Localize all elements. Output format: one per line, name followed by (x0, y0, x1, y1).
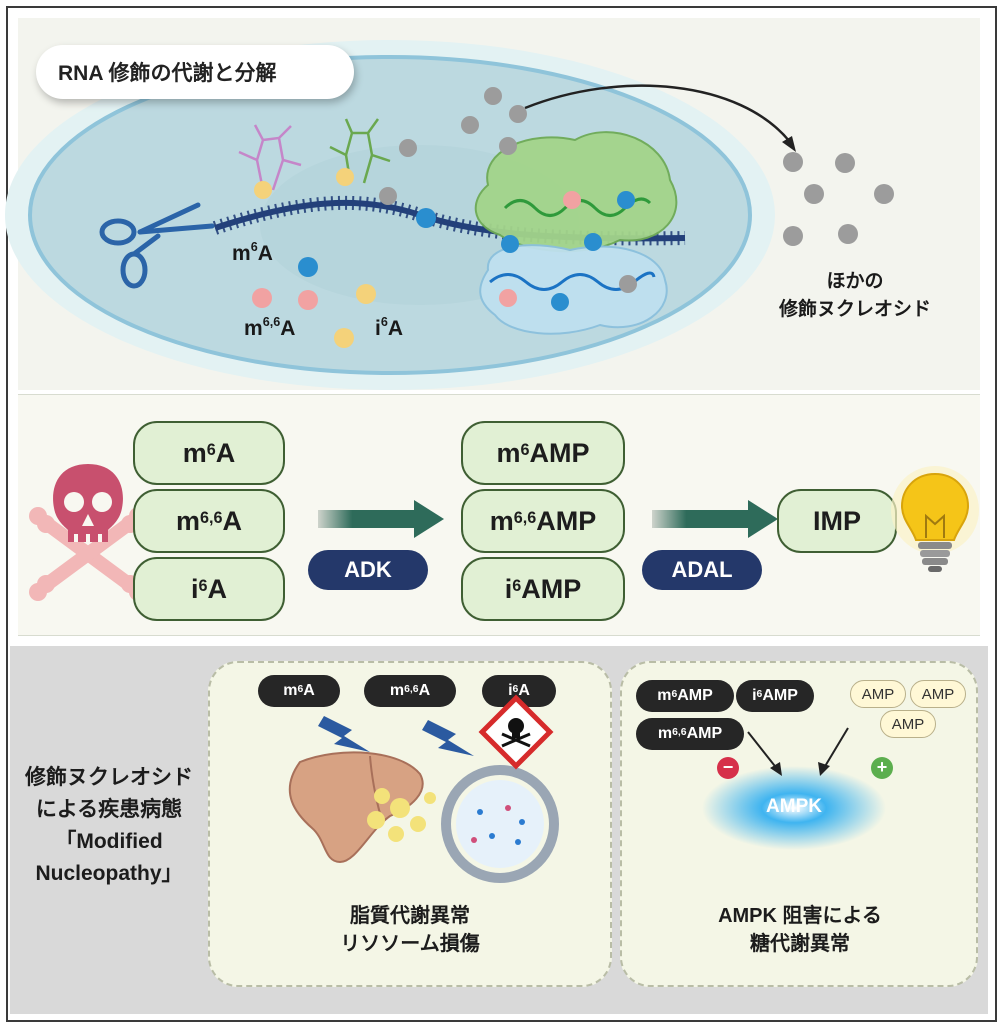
modified-nucleoside-dots (252, 87, 894, 348)
export-arrow (524, 84, 791, 143)
ampk-glow (702, 766, 886, 850)
amp-pill: AMP (850, 680, 906, 708)
trna-molecules (238, 118, 391, 191)
liver-icon (288, 751, 424, 864)
hazard-icon (478, 694, 554, 770)
ampk-label: AMPK (766, 796, 822, 817)
export-arrowhead (782, 136, 796, 152)
lipid-droplets (367, 788, 436, 842)
minus-sign: − (722, 757, 734, 777)
lysosome-icon (441, 765, 559, 883)
amp-pill: AMP (880, 710, 936, 738)
ampk-regulation-illustration (702, 727, 893, 850)
ribosome-large (474, 131, 678, 253)
ribosome-small (479, 244, 668, 335)
plus-icon (871, 757, 893, 779)
arrow-adk (318, 500, 444, 538)
page-title: RNA 修飾の代謝と分解 (36, 45, 354, 99)
cell-label-m66a: m6,6A (244, 314, 296, 340)
imp-box: IMP (777, 489, 897, 553)
nucleopathy-label: 修飾ヌクレオシド による疾患病態 「Modified Nucleopathy」 (25, 766, 193, 885)
cell-label-i6a: i6A (375, 314, 404, 340)
enzyme-adal: ADAL (642, 550, 762, 590)
cell-label-m6a: m6A (232, 239, 273, 265)
liver-lysosome-illustration (288, 694, 559, 883)
ribosome-blue-rna (489, 271, 656, 291)
other-nucleosides-label: ほかの 修飾ヌクレオシド (778, 271, 931, 320)
skull-crossbones-icon (29, 464, 147, 601)
lightning-icon (318, 716, 474, 756)
arrow-adal (652, 500, 778, 538)
scissors-icon (99, 202, 215, 289)
lightbulb-icon (891, 466, 979, 572)
cell-illustration (5, 40, 894, 390)
ampk-caption: AMPK 阻害による 糖代謝異常 (718, 905, 882, 955)
amp-pill: AMP (910, 680, 966, 708)
enzyme-adk: ADK (308, 550, 428, 590)
lipid-lysosome-caption: 脂質代謝異常 リソソーム損傷 (340, 905, 480, 955)
plus-sign: + (876, 757, 888, 777)
minus-icon (717, 757, 739, 779)
